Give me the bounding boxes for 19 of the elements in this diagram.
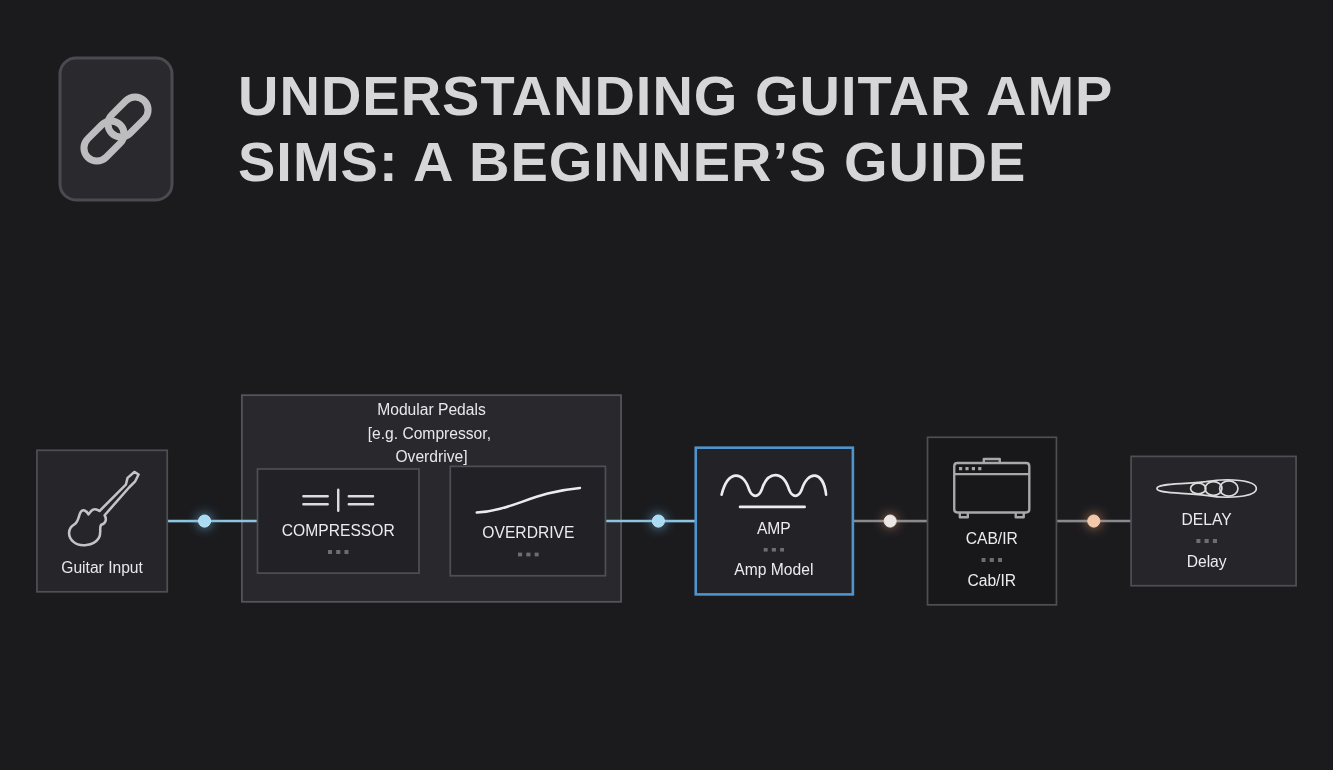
title: UNDERSTANDING GUITAR AMP SIMS: A BEGINNER’S GUIDE — [238, 63, 1114, 195]
node-box: Guitar Input — [36, 449, 169, 593]
connector — [852, 519, 885, 523]
node-circle — [651, 514, 665, 528]
connector — [1099, 519, 1132, 523]
node-circle — [883, 514, 897, 528]
connector — [210, 519, 258, 523]
connector — [167, 519, 199, 523]
node-box: CAB/IR Cab/IR — [926, 436, 1058, 606]
connector — [605, 519, 653, 523]
node-box: AMP Amp Model — [694, 446, 855, 596]
connector — [664, 519, 696, 523]
connector — [1056, 519, 1088, 523]
connector — [896, 519, 928, 523]
node-box: COMPRESSOR — [256, 468, 420, 574]
node-circle — [198, 514, 212, 528]
node-circle — [1087, 514, 1101, 528]
node-box: DELAY Delay — [1130, 455, 1297, 587]
node-box: OVERDRIVE — [449, 465, 607, 577]
